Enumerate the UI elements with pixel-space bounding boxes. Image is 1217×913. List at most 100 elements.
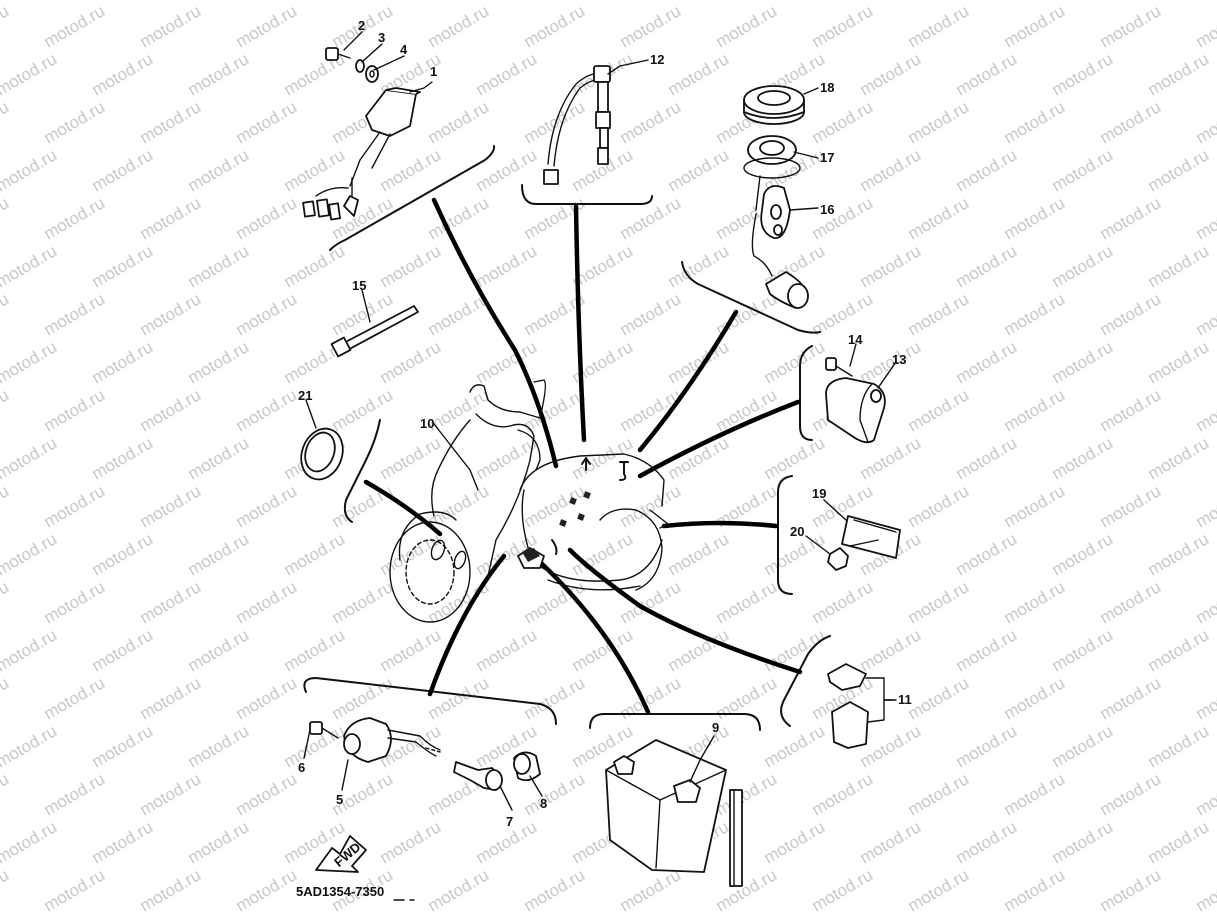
part-9-battery bbox=[605, 739, 743, 887]
watermark-text: motod.ru bbox=[0, 145, 60, 195]
callout-6: 6 bbox=[298, 760, 305, 775]
watermark-text: motod.ru bbox=[1001, 769, 1069, 819]
callout-7: 7 bbox=[506, 814, 513, 829]
callout-1: 1 bbox=[430, 64, 437, 79]
watermark-text: motod.ru bbox=[761, 433, 829, 483]
watermark-text: motod.ru bbox=[905, 577, 973, 627]
watermark-text: motod.ru bbox=[185, 433, 253, 483]
callout-leaders bbox=[303, 31, 897, 811]
watermark-text: motod.ru bbox=[1001, 673, 1069, 723]
watermark-text: motod.ru bbox=[137, 1, 205, 51]
watermark-text: motod.ru bbox=[857, 337, 925, 387]
watermark-text: motod.ru bbox=[1193, 481, 1217, 531]
watermark-text: motod.ru bbox=[1145, 625, 1213, 675]
watermark-text: motod.ru bbox=[137, 865, 205, 913]
watermark-text: motod.ru bbox=[713, 577, 781, 627]
watermark-text: motod.ru bbox=[953, 241, 1021, 291]
watermark-text: motod.ru bbox=[473, 145, 541, 195]
watermark-text: motod.ru bbox=[137, 577, 205, 627]
watermark-text: motod.ru bbox=[569, 529, 637, 579]
callout-4: 4 bbox=[400, 42, 408, 57]
watermark-text: motod.ru bbox=[1193, 385, 1217, 435]
watermark-text: motod.ru bbox=[665, 49, 733, 99]
watermark-text: motod.ru bbox=[905, 769, 973, 819]
watermark-text: motod.ru bbox=[1193, 769, 1217, 819]
watermark-text: motod.ru bbox=[713, 1, 781, 51]
part-18-gasket bbox=[743, 85, 805, 125]
watermark-text: motod.ru bbox=[1193, 865, 1217, 913]
watermark-text: motod.ru bbox=[1193, 289, 1217, 339]
watermark-text: motod.ru bbox=[41, 1, 109, 51]
callout-16: 16 bbox=[820, 202, 834, 217]
watermark-text: motod.ru bbox=[617, 97, 685, 147]
scooter-outline bbox=[389, 379, 669, 623]
diagram-code: 5AD1354-7350 bbox=[296, 884, 384, 899]
watermark-text: motod.ru bbox=[233, 97, 301, 147]
watermark-text: motod.ru bbox=[0, 529, 60, 579]
watermark-text: motod.ru bbox=[617, 385, 685, 435]
watermark-text: motod.ru bbox=[713, 865, 781, 913]
watermark-text: motod.ru bbox=[473, 49, 541, 99]
part-13-horn bbox=[825, 377, 886, 444]
watermark-text: motod.ru bbox=[329, 385, 397, 435]
watermark-text: motod.ru bbox=[137, 385, 205, 435]
watermark-text: motod.ru bbox=[521, 865, 589, 913]
watermark-text: motod.ru bbox=[425, 97, 493, 147]
watermark-text: motod.ru bbox=[905, 193, 973, 243]
watermark-text: motod.ru bbox=[377, 817, 445, 867]
watermark-text: motod.ru bbox=[1049, 337, 1117, 387]
watermark-text: motod.ru bbox=[905, 481, 973, 531]
watermark-text: motod.ru bbox=[617, 673, 685, 723]
watermark-text: motod.ru bbox=[857, 145, 925, 195]
watermark-text: motod.ru bbox=[89, 241, 157, 291]
watermark-text: motod.ru bbox=[953, 625, 1021, 675]
watermark-text: motod.ru bbox=[425, 1, 493, 51]
callout-18: 18 bbox=[820, 80, 834, 95]
watermark-text: motod.ru bbox=[281, 241, 349, 291]
part-16-fuel-sender bbox=[751, 175, 809, 309]
watermark-text: motod.ru bbox=[953, 817, 1021, 867]
watermark-text: motod.ru bbox=[761, 721, 829, 771]
watermark-text: motod.ru bbox=[521, 1, 589, 51]
watermark-text: motod.ru bbox=[425, 481, 493, 531]
watermark-text: motod.ru bbox=[185, 145, 253, 195]
watermark-text: motod.ru bbox=[1049, 721, 1117, 771]
watermark-text: motod.ru bbox=[857, 241, 925, 291]
part-2-bolt bbox=[325, 47, 351, 61]
watermark-text: motod.ru bbox=[1097, 481, 1165, 531]
watermark-text: motod.ru bbox=[137, 193, 205, 243]
watermark-text: motod.ru bbox=[233, 1, 301, 51]
watermark-text: motod.ru bbox=[185, 337, 253, 387]
callout-12: 12 bbox=[650, 52, 664, 67]
watermark-text: motod.ru bbox=[1049, 433, 1117, 483]
part-21-grommet bbox=[300, 427, 344, 481]
watermark-text: motod.ru bbox=[233, 481, 301, 531]
callout-2: 2 bbox=[358, 18, 365, 33]
watermark-text: motod.ru bbox=[521, 385, 589, 435]
part-1-relay bbox=[302, 87, 421, 221]
watermark-text: motod.ru bbox=[377, 145, 445, 195]
watermark-text: motod.ru bbox=[1193, 193, 1217, 243]
watermark-text: motod.ru bbox=[665, 337, 733, 387]
watermark-text: motod.ru bbox=[137, 481, 205, 531]
watermark-text: motod.ru bbox=[377, 241, 445, 291]
watermark-text: motod.ru bbox=[1001, 577, 1069, 627]
watermark-text: motod.ru bbox=[617, 289, 685, 339]
part-15-cable-tie bbox=[330, 305, 419, 358]
watermark-text: motod.ru bbox=[233, 769, 301, 819]
watermark-text: motod.ru bbox=[809, 1, 877, 51]
watermark-text: motod.ru bbox=[953, 433, 1021, 483]
watermark-text: motod.ru bbox=[41, 769, 109, 819]
watermark-text: motod.ru bbox=[1145, 337, 1213, 387]
watermark-text: motod.ru bbox=[1001, 97, 1069, 147]
watermark-text: motod.ru bbox=[1193, 673, 1217, 723]
watermark-text: motod.ru bbox=[1097, 97, 1165, 147]
watermark-text: motod.ru bbox=[0, 865, 12, 913]
watermark-text: motod.ru bbox=[233, 673, 301, 723]
watermark-text: motod.ru bbox=[0, 385, 12, 435]
watermark-text: motod.ru bbox=[713, 385, 781, 435]
watermark-text: motod.ru bbox=[905, 385, 973, 435]
watermark-text: motod.ru bbox=[329, 481, 397, 531]
watermark-text: motod.ru bbox=[89, 337, 157, 387]
watermark-text: motod.ru bbox=[0, 193, 12, 243]
